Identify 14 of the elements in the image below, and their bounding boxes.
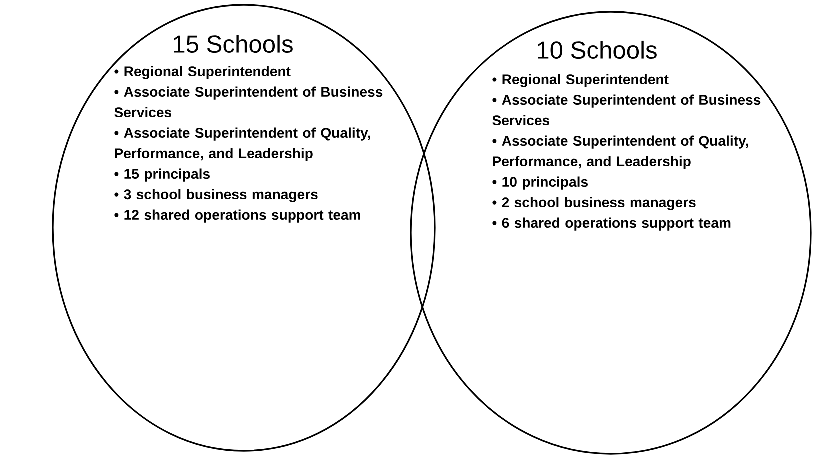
list-item: • 15 principals xyxy=(114,168,210,182)
list-item: • 3 school business managers xyxy=(114,189,318,202)
list-item: • Associate Superintendent of Business Services xyxy=(492,94,761,126)
heading: 10 Schools xyxy=(538,40,657,60)
list-item: • 2 school business managers xyxy=(492,197,696,210)
list-item: • Associate Superintendent of Business Services xyxy=(114,86,383,118)
list-item: • Regional Superintendent xyxy=(114,66,291,80)
list-item: • 12 shared operations support team xyxy=(114,210,360,223)
list-item: • 10 principals xyxy=(492,176,588,190)
list-item: • Associate Superintendent of Quality, Performance, and Leadership xyxy=(114,128,370,162)
list-item: • 6 shared operations support team xyxy=(492,218,731,231)
heading: 15 Schools xyxy=(174,34,293,54)
list-item: • Regional Superintendent xyxy=(492,74,669,88)
list-item: • Associate Superintendent of Quality, Performance, and Leadership xyxy=(492,136,748,170)
